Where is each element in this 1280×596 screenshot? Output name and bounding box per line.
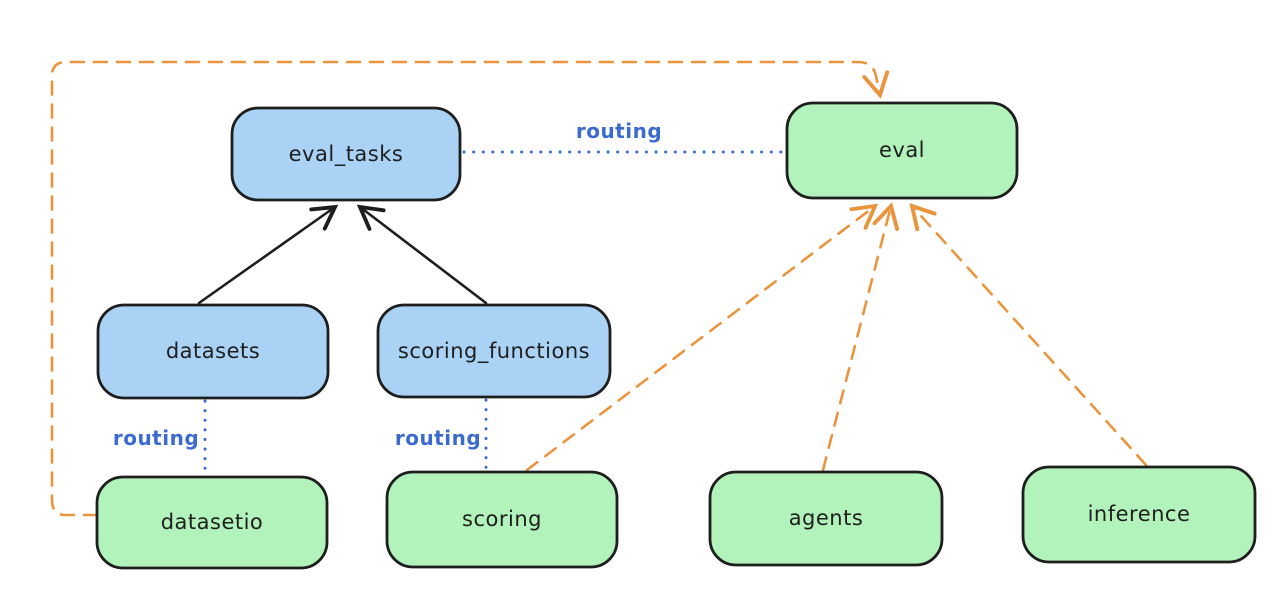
- node-scoring-label: scoring: [462, 507, 542, 531]
- node-datasetio: datasetio: [95, 475, 329, 570]
- node-scoring-functions: scoring_functions: [376, 303, 612, 399]
- node-scoring-functions-box: [376, 303, 612, 399]
- edge-scoring-functions-to-eval-tasks: [356, 204, 488, 305]
- node-eval-tasks-box: [230, 106, 462, 202]
- edge-datasetio-to-eval: [50, 60, 890, 517]
- node-agents: agents: [708, 470, 944, 567]
- node-datasetio-box: [95, 475, 329, 570]
- edge-agents-to-eval: [821, 202, 900, 472]
- node-agents-label: agents: [789, 506, 864, 530]
- node-datasets-label: datasets: [166, 339, 260, 363]
- node-eval-tasks: eval_tasks: [230, 106, 462, 202]
- node-scoring-functions-label: scoring_functions: [398, 339, 590, 364]
- node-eval: eval: [785, 101, 1019, 200]
- node-inference-box: [1021, 465, 1257, 564]
- node-datasets: datasets: [96, 303, 330, 400]
- node-agents-box: [708, 470, 944, 567]
- node-scoring: scoring: [385, 470, 619, 569]
- routing-label-mid: routing: [395, 426, 481, 450]
- edge-inference-to-eval: [909, 203, 1148, 467]
- node-eval-label: eval: [879, 138, 925, 162]
- routing-label-left: routing: [113, 426, 199, 450]
- node-inference-label: inference: [1088, 502, 1191, 526]
- node-datasetio-label: datasetio: [161, 510, 264, 534]
- edge-scoring-to-eval: [525, 203, 879, 472]
- node-eval-tasks-label: eval_tasks: [289, 142, 404, 167]
- node-scoring-box: [385, 470, 619, 569]
- edge-datasets-to-eval-tasks: [197, 204, 339, 305]
- node-eval-box: [785, 101, 1019, 200]
- node-datasets-box: [96, 303, 330, 400]
- node-inference: inference: [1021, 465, 1257, 564]
- routing-label-top: routing: [576, 119, 662, 143]
